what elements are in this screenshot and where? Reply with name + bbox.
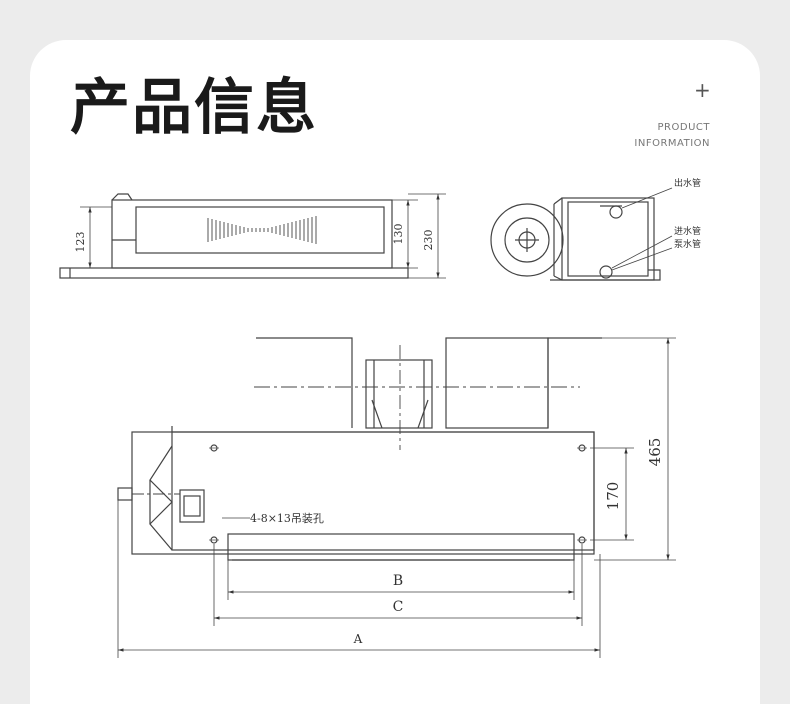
subtitle-line-2: INFORMATION [634, 138, 710, 149]
dim-123-label: 123 [74, 232, 87, 253]
side-view [59, 193, 446, 279]
drain-pipe-label: 泵水管 [674, 238, 701, 250]
dim-170-label: 170 [604, 482, 622, 511]
dim-b-label: B [393, 573, 403, 589]
inlet-pipe-label: 进水管 [674, 225, 701, 237]
dim-465-label: 465 [646, 438, 664, 467]
dim-c-label: C [393, 599, 404, 615]
outlet-pipe-label: 出水管 [674, 177, 701, 189]
dim-130-label: 130 [392, 224, 405, 245]
end-view [490, 187, 673, 281]
subtitle-line-1: PRODUCT [657, 122, 710, 133]
hanging-hole-label: 4-8×13吊装孔 [250, 512, 324, 525]
page-title: 产品信息 [70, 73, 318, 143]
top-view [117, 337, 676, 658]
dim-230-label: 230 [422, 230, 435, 251]
dim-a-label: A [353, 632, 363, 646]
subtitle: PRODUCT INFORMATION [634, 120, 710, 152]
plus-icon[interactable]: + [694, 78, 711, 102]
